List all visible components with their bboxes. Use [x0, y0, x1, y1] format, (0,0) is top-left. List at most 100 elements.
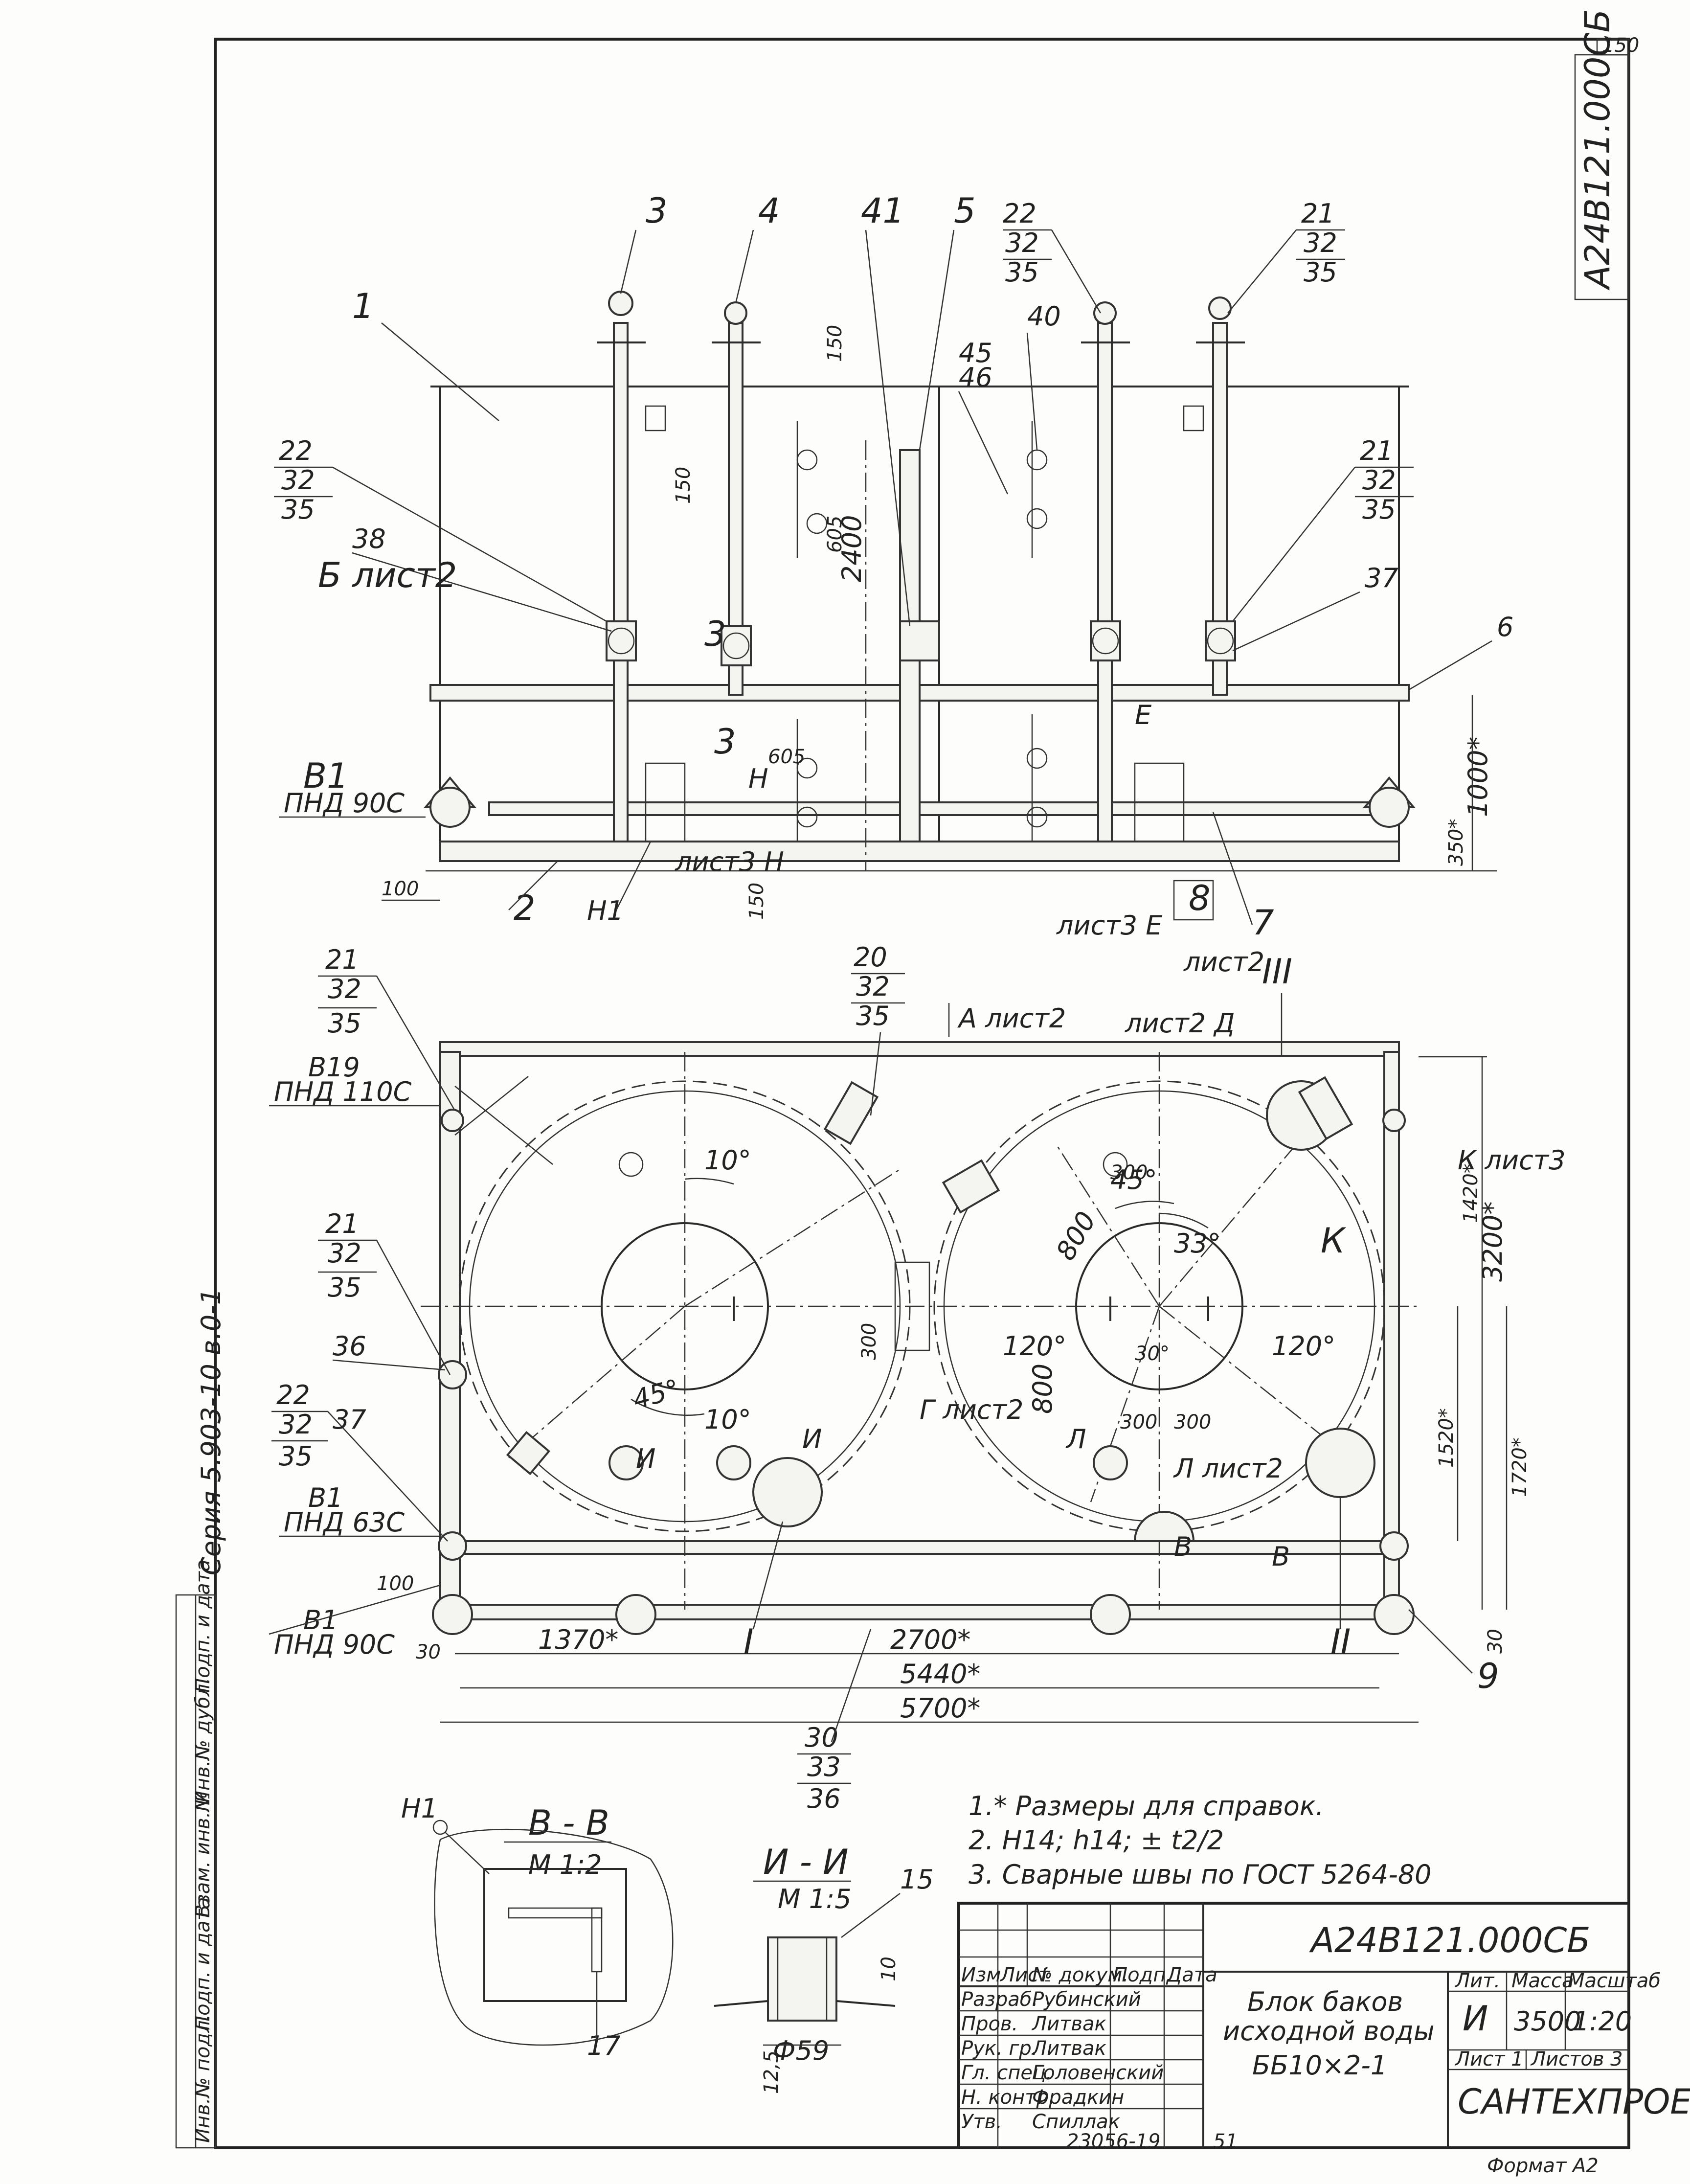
svg-text:2. Н14; h14; ± t2/2: 2. Н14; h14; ± t2/2	[969, 1825, 1224, 1856]
svg-text:21: 21	[325, 944, 359, 975]
svg-text:32: 32	[1005, 228, 1039, 258]
svg-text:37: 37	[1365, 563, 1398, 593]
svg-text:Лит.: Лит.	[1454, 1970, 1500, 1992]
svg-text:Б лист2: Б лист2	[318, 555, 457, 595]
svg-text:М 1:5: М 1:5	[778, 1884, 852, 1914]
svg-text:Блок баков: Блок баков	[1247, 1986, 1403, 2017]
svg-text:лист3 Е: лист3 Е	[1056, 910, 1163, 941]
svg-text:35: 35	[856, 1001, 890, 1031]
svg-text:150: 150	[672, 467, 695, 504]
svg-text:32: 32	[279, 1409, 313, 1440]
svg-text:Рук. гр.: Рук. гр.	[961, 2037, 1038, 2060]
svg-text:36: 36	[333, 1331, 366, 1362]
svg-text:I: I	[744, 1622, 754, 1662]
svg-text:Пров.: Пров.	[961, 2013, 1018, 2035]
svg-text:Ф59: Ф59	[773, 2035, 829, 2066]
svg-text:37: 37	[333, 1404, 366, 1435]
svg-text:Литвак: Литвак	[1031, 2037, 1106, 2060]
svg-text:Лист: Лист	[999, 1964, 1051, 1986]
svg-text:45°: 45°	[630, 1373, 683, 1415]
svg-text:лист3 Н: лист3 Н	[675, 846, 784, 877]
svg-text:35: 35	[328, 1272, 361, 1303]
svg-text:22: 22	[1003, 198, 1037, 229]
svg-text:3: 3	[714, 722, 736, 762]
svg-text:33°: 33°	[1174, 1228, 1221, 1259]
svg-text:30: 30	[416, 1641, 441, 1663]
svg-text:1.* Размеры для справок.: 1.* Размеры для справок.	[969, 1791, 1324, 1821]
svg-text:№ докум.: № докум.	[1031, 1964, 1128, 1986]
svg-text:4: 4	[758, 191, 780, 231]
svg-text:23056-19: 23056-19	[1066, 2130, 1161, 2153]
plan-frame	[439, 1051, 1400, 1611]
svg-text:Разраб.: Разраб.	[961, 1988, 1038, 2011]
svg-text:45°: 45°	[1110, 1164, 1157, 1195]
svg-text:100: 100	[377, 1572, 414, 1595]
sheet-frame	[214, 38, 1630, 2149]
svg-text:Утв.: Утв.	[961, 2111, 1002, 2133]
svg-text:лист2: лист2	[1183, 947, 1264, 978]
svg-text:35: 35	[328, 1008, 361, 1039]
svg-text:3: 3	[704, 614, 726, 654]
svg-text:32: 32	[328, 1238, 361, 1269]
svg-text:38: 38	[352, 523, 386, 554]
svg-text:Гл. спец.: Гл. спец.	[961, 2062, 1052, 2084]
svg-text:21: 21	[1301, 198, 1335, 229]
svg-text:32: 32	[1362, 465, 1396, 496]
svg-text:III: III	[1262, 952, 1292, 992]
svg-text:51: 51	[1213, 2130, 1238, 2153]
svg-text:10°: 10°	[704, 1404, 751, 1435]
section-vv: В - В М 1:2 Н1 17	[401, 1793, 674, 2061]
svg-text:1: 1	[352, 286, 374, 326]
series-rotated: Серия 5.903-10 в.0-1	[196, 1288, 226, 1575]
svg-text:1720*: 1720*	[1509, 1437, 1531, 1497]
svg-text:9: 9	[1477, 1656, 1499, 1696]
svg-text:Н: Н	[748, 763, 768, 794]
section-ii: И - И М 1:5 15 10 Ф59 12,5	[714, 1842, 934, 2094]
svg-text:40: 40	[1027, 301, 1061, 332]
svg-text:21: 21	[1360, 435, 1394, 466]
tank-right	[938, 386, 1400, 852]
base-frame	[439, 841, 1400, 862]
svg-text:2400: 2400	[836, 515, 867, 582]
svg-text:7: 7	[1252, 903, 1274, 943]
doc-code-box	[1574, 54, 1630, 300]
svg-text:350*: 350*	[1445, 819, 1467, 866]
svg-text:10°: 10°	[704, 1145, 751, 1176]
svg-text:35: 35	[1005, 257, 1039, 288]
svg-text:В: В	[1174, 1531, 1192, 1562]
svg-text:Л лист2: Л лист2	[1173, 1453, 1283, 1484]
notes: 1.* Размеры для справок. 2. Н14; h14; ± …	[969, 1791, 1432, 1890]
svg-text:Взам. инв.№: Взам. инв.№	[192, 1791, 214, 1918]
svg-text:ББ10×2-1: ББ10×2-1	[1252, 2050, 1387, 2081]
svg-text:17: 17	[587, 2030, 621, 2061]
svg-text:И - И: И - И	[763, 1842, 849, 1882]
svg-text:Подп. и дата: Подп. и дата	[192, 1897, 214, 2030]
svg-text:33: 33	[807, 1752, 841, 1782]
svg-text:Н. контр.: Н. контр.	[961, 2086, 1055, 2109]
svg-text:3: 3	[646, 191, 668, 231]
svg-text:В1: В1	[303, 756, 349, 796]
svg-text:800: 800	[1027, 1364, 1058, 1414]
svg-text:30°: 30°	[1135, 1342, 1170, 1365]
svg-text:И: И	[1463, 1999, 1488, 2039]
title-org: САНТЕХПРОЕКТ	[1458, 2082, 1690, 2122]
svg-text:В1: В1	[303, 1605, 338, 1636]
title-designation: А24В121.000СБ	[1309, 1920, 1590, 1960]
svg-text:35: 35	[1304, 257, 1337, 288]
svg-text:Подп.: Подп.	[1113, 1964, 1172, 1986]
svg-text:150: 150	[745, 883, 768, 920]
svg-text:20: 20	[854, 942, 887, 973]
svg-text:15: 15	[900, 1864, 934, 1895]
svg-text:Г лист2: Г лист2	[920, 1394, 1023, 1425]
svg-text:5700*: 5700*	[900, 1693, 980, 1724]
svg-text:1520*: 1520*	[1435, 1408, 1458, 1468]
svg-text:5: 5	[954, 191, 976, 231]
svg-text:150: 150	[824, 325, 846, 362]
svg-text:К лист3: К лист3	[1458, 1145, 1566, 1176]
plan-view	[421, 1041, 1508, 1723]
svg-text:300: 300	[1110, 1161, 1148, 1184]
svg-text:46: 46	[959, 362, 992, 393]
svg-text:А лист2: А лист2	[957, 1003, 1066, 1034]
svg-text:ПНД 90С: ПНД 90С	[274, 1629, 395, 1660]
